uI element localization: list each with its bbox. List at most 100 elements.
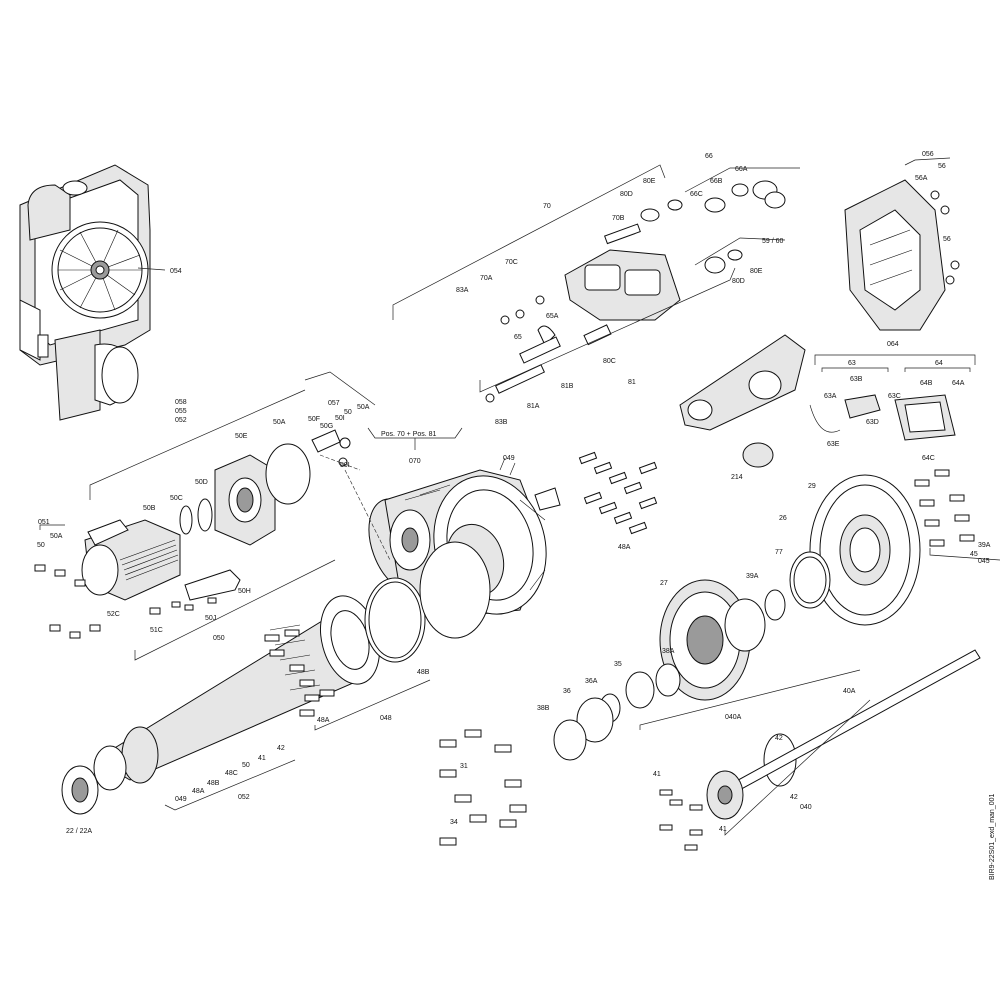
label-049-top: 049: [503, 455, 515, 462]
label-50-c: 50: [242, 762, 250, 769]
label-83A: 83A: [456, 287, 469, 294]
label-34: 34: [450, 819, 458, 826]
label-35: 35: [614, 661, 622, 668]
label-38B: 38B: [537, 705, 550, 712]
label-29: 29: [808, 483, 816, 490]
label-36A: 36A: [585, 678, 598, 685]
label-214: 214: [731, 474, 743, 481]
label-66C: 66C: [690, 191, 703, 198]
label-63D: 63D: [866, 419, 879, 426]
label-48B-c: 48B: [207, 780, 220, 787]
bolt-clusters: [34, 451, 975, 851]
motor-assembly: [81, 429, 351, 601]
label-41-c: 41: [258, 755, 266, 762]
label-50A-top: 50A: [357, 404, 370, 411]
label-80E-b: 80E: [750, 268, 763, 275]
label-64B: 64B: [920, 380, 933, 387]
label-59-60: 59 / 60: [762, 238, 784, 245]
label-66B: 66B: [710, 178, 723, 185]
label-054: 054: [170, 268, 182, 275]
label-77: 77: [775, 549, 783, 556]
label-80D-b: 80D: [732, 278, 745, 285]
label-070: 070: [409, 458, 421, 465]
label-048: 048: [380, 715, 392, 722]
label-50A: 50A: [273, 419, 286, 426]
label-50E: 50E: [235, 433, 248, 440]
label-39A-b: 39A: [978, 542, 991, 549]
label-pos: Pos. 70 + Pos. 81: [381, 431, 437, 438]
label-50I-b: 50I: [340, 462, 350, 469]
label-48A-right: 48A: [618, 544, 631, 551]
label-050: 050: [213, 635, 225, 642]
label-50D: 50D: [195, 479, 208, 486]
label-064: 064: [887, 341, 899, 348]
label-56: 56: [938, 163, 946, 170]
label-52C: 52C: [107, 611, 120, 618]
pad-bracket-assembly: [679, 334, 956, 468]
label-50A-left: 50A: [50, 533, 63, 540]
label-50B: 50B: [143, 505, 156, 512]
label-65A: 65A: [546, 313, 559, 320]
label-63B: 63B: [850, 376, 863, 383]
label-66A: 66A: [735, 166, 748, 173]
label-26: 26: [779, 515, 787, 522]
label-56-b: 56: [943, 236, 951, 243]
label-48A-c: 48A: [192, 788, 205, 795]
label-052-bottom: 052: [238, 794, 250, 801]
label-64C: 64C: [922, 455, 935, 462]
label-66: 66: [705, 153, 713, 160]
label-65: 65: [514, 334, 522, 341]
label-81A: 81A: [527, 403, 540, 410]
label-63A: 63A: [824, 393, 837, 400]
label-80E-a: 80E: [643, 178, 656, 185]
part-labels: 054 058 055 052 057 50A 50 50F 50G 50I 5…: [37, 151, 996, 880]
label-22-22A: 22 / 22A: [66, 828, 92, 835]
label-56A: 56A: [915, 175, 928, 182]
label-48B: 48B: [417, 669, 430, 676]
label-50H: 50H: [238, 588, 251, 595]
label-42-c: 42: [277, 745, 285, 752]
label-056: 056: [922, 151, 934, 158]
label-50-left: 50: [37, 542, 45, 549]
drive-shaft-assembly: [706, 649, 981, 820]
label-48C: 48C: [225, 770, 238, 777]
label-45: 45: [970, 551, 978, 558]
caliper-assembly: [485, 180, 786, 403]
label-48A-bottom: 48A: [317, 717, 330, 724]
label-31: 31: [460, 763, 468, 770]
label-50F: 50F: [308, 416, 320, 423]
label-040: 040: [800, 804, 812, 811]
label-50I-a: 50I: [335, 415, 345, 422]
label-40A: 40A: [843, 688, 856, 695]
label-63C: 63C: [888, 393, 901, 400]
label-70B: 70B: [612, 215, 625, 222]
label-70: 70: [543, 203, 551, 210]
label-50-top: 50: [344, 409, 352, 416]
label-64: 64: [935, 360, 943, 367]
label-39A-a: 39A: [746, 573, 759, 580]
label-41-a: 41: [653, 771, 661, 778]
label-81B: 81B: [561, 383, 574, 390]
label-63: 63: [848, 360, 856, 367]
label-41-b: 41: [719, 826, 727, 833]
label-051: 051: [38, 519, 50, 526]
label-052-top: 052: [175, 417, 187, 424]
label-055: 055: [175, 408, 187, 415]
label-42-b: 42: [790, 794, 798, 801]
label-80D-a: 80D: [620, 191, 633, 198]
label-63E: 63E: [827, 441, 840, 448]
label-38A: 38A: [662, 648, 675, 655]
label-50G: 50G: [320, 423, 333, 430]
label-057: 057: [328, 400, 340, 407]
cooling-unit-assembly: [19, 164, 151, 421]
label-058: 058: [175, 399, 187, 406]
brake-disc-hub: [553, 474, 921, 787]
label-64A: 64A: [952, 380, 965, 387]
label-42-a: 42: [775, 735, 783, 742]
label-049-bottom: 049: [175, 796, 187, 803]
label-040A: 040A: [725, 714, 742, 721]
axle-tube-assembly: [61, 541, 491, 815]
label-80C: 80C: [603, 358, 616, 365]
label-83B: 83B: [495, 419, 508, 426]
label-81: 81: [628, 379, 636, 386]
